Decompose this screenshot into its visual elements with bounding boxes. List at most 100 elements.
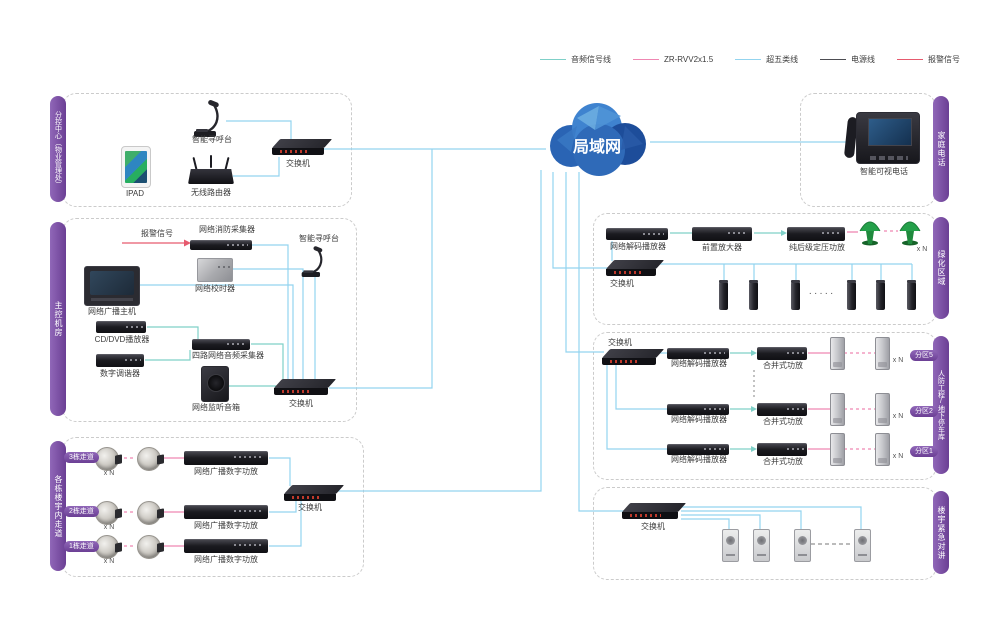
tablet-label: IPAD bbox=[125, 189, 145, 198]
wall-speaker bbox=[875, 393, 890, 426]
mixer-amplifier-label: 合并式功放 bbox=[763, 361, 803, 370]
digital-amplifier-label: 网络广播数字功放 bbox=[194, 467, 258, 476]
paging-mic-label: 智能寻呼台 bbox=[192, 135, 232, 144]
alarm-signal-label: 报警信号 bbox=[141, 229, 173, 238]
legend-item: ZR-RVV2x1.5 bbox=[632, 55, 714, 64]
digital-tuner-device bbox=[96, 354, 144, 367]
switch-label: 交换机 bbox=[610, 279, 634, 288]
wall-speaker bbox=[875, 337, 890, 370]
video-phone-label: 智能可视电话 bbox=[860, 167, 908, 176]
ellipsis-dots: ····· bbox=[808, 288, 836, 299]
section-tab-intercom: 楼宇紧急对讲 bbox=[933, 491, 949, 574]
broadcast-host-device bbox=[84, 266, 140, 306]
wireless-router-label: 无线路由器 bbox=[191, 188, 231, 197]
legend-line-cat5 bbox=[735, 59, 762, 60]
cd-dvd-player-label: CD/DVD播放器 bbox=[94, 335, 150, 344]
switch-label: 交换机 bbox=[289, 399, 313, 408]
switch-device bbox=[274, 379, 337, 395]
section-tab-main-control: 主控机房 bbox=[50, 222, 66, 416]
ceiling-speaker bbox=[95, 501, 119, 525]
zone-badge: 分区1 bbox=[910, 446, 938, 457]
audio-collector-device bbox=[192, 339, 250, 350]
ceiling-speaker bbox=[137, 447, 161, 471]
paging-mic bbox=[301, 246, 323, 277]
pillar-speaker bbox=[791, 280, 800, 310]
legend-item: 音频信号线 bbox=[540, 54, 611, 65]
mixer-amplifier-label: 合并式功放 bbox=[763, 457, 803, 466]
decoder-player-label: 网络解码播放器 bbox=[671, 415, 727, 424]
decoder-player-label: 网络解码播放器 bbox=[671, 359, 727, 368]
fire-collector-device bbox=[190, 240, 252, 250]
wall-speaker bbox=[875, 433, 890, 466]
digital-tuner-label: 数字调谐器 bbox=[100, 369, 140, 378]
legend-label: 音频信号线 bbox=[571, 55, 611, 64]
switch-device bbox=[602, 349, 665, 365]
pillar-speaker bbox=[907, 280, 916, 310]
router-antenna bbox=[210, 155, 212, 168]
broadcast-host-label: 网络广播主机 bbox=[88, 307, 136, 316]
wall-speaker bbox=[830, 433, 845, 466]
power-amplifier-device bbox=[787, 227, 845, 241]
ceiling-speaker bbox=[137, 535, 161, 559]
switch-device bbox=[622, 503, 687, 519]
decoder-player-device bbox=[667, 348, 729, 359]
legend-item: 超五类线 bbox=[735, 54, 798, 65]
section-tab-sub-control: 分控中心（物业管理处） bbox=[50, 96, 66, 202]
decoder-player-device bbox=[606, 228, 668, 240]
decoder-player-label: 网络解码播放器 bbox=[671, 455, 727, 464]
switch-device bbox=[284, 485, 345, 501]
lawn-speaker bbox=[899, 221, 921, 246]
legend-label: ZR-RVV2x1.5 bbox=[663, 55, 714, 64]
ceiling-speaker bbox=[95, 535, 119, 559]
phone-screen bbox=[868, 118, 912, 146]
digital-amplifier-device bbox=[184, 539, 268, 553]
switch-label: 交换机 bbox=[298, 503, 322, 512]
paging-mic-label: 智能寻呼台 bbox=[299, 234, 339, 243]
intercom-panel bbox=[854, 529, 871, 562]
audio-collector-label: 四路网络音频采集器 bbox=[192, 351, 264, 360]
legend-item: 电源线 bbox=[820, 54, 875, 65]
lawn-speaker bbox=[859, 221, 881, 246]
phone-buttons bbox=[870, 156, 908, 160]
legend-item: 报警信号 bbox=[896, 54, 960, 65]
xn-label: x N bbox=[892, 357, 904, 364]
lan-cloud-label: 局域网 bbox=[573, 137, 621, 156]
mixer-amplifier-device bbox=[757, 347, 807, 360]
legend-label: 报警信号 bbox=[927, 55, 960, 64]
section-tab-corridors: 各栋楼宇内走道 bbox=[50, 441, 66, 571]
ceiling-speaker bbox=[137, 501, 161, 525]
legend: 音频信号线 ZR-RVV2x1.5 超五类线 电源线 报警信号 bbox=[540, 54, 960, 65]
legend-line-audio bbox=[540, 59, 566, 60]
decoder-player-device bbox=[667, 404, 729, 415]
section-tab-parking: 人防工程/地下停车库 bbox=[933, 336, 949, 474]
digital-amplifier-device bbox=[184, 451, 268, 465]
video-phone-device bbox=[843, 112, 920, 164]
wall-speaker bbox=[830, 393, 845, 426]
zone-badge: 分区2 bbox=[910, 406, 938, 417]
legend-line-speaker bbox=[632, 59, 659, 60]
time-calibrator-label: 网络校时器 bbox=[195, 284, 235, 293]
xn-label: x N bbox=[103, 558, 115, 565]
switch-label: 交换机 bbox=[641, 522, 665, 531]
xn-label: x N bbox=[916, 246, 928, 253]
switch-device bbox=[606, 260, 665, 276]
pillar-speaker bbox=[749, 280, 758, 310]
xn-label: x N bbox=[892, 413, 904, 420]
legend-line-power bbox=[820, 59, 847, 60]
zone-badge: 1栋走道 bbox=[64, 541, 99, 552]
section-tab-home-phone: 家庭电话 bbox=[933, 96, 949, 202]
tablet bbox=[121, 146, 151, 188]
monitor-speaker-device bbox=[201, 366, 229, 402]
section-tab-green-area: 绿化区域 bbox=[933, 217, 949, 319]
decoder-player-label: 网络解码播放器 bbox=[610, 242, 666, 251]
legend-line-alarm bbox=[896, 59, 923, 60]
xn-label: x N bbox=[103, 470, 115, 477]
intercom-panel bbox=[794, 529, 811, 562]
switch-label: 交换机 bbox=[608, 338, 632, 347]
xn-label: x N bbox=[103, 524, 115, 531]
monitor-speaker-label: 网络监听音箱 bbox=[192, 403, 240, 412]
pillar-speaker bbox=[719, 280, 728, 310]
preamplifier-label: 前置放大器 bbox=[702, 243, 742, 252]
switch-label: 交换机 bbox=[286, 159, 310, 168]
